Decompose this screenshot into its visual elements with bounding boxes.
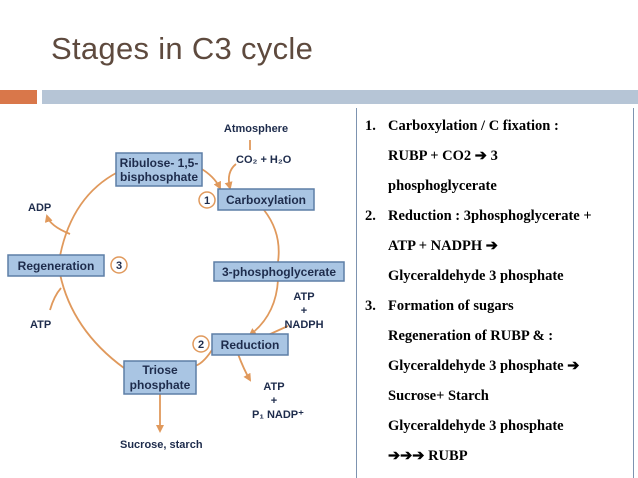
arrow-to-adp bbox=[44, 214, 71, 235]
sucrose-starch-label: Sucrose, starch bbox=[120, 439, 203, 451]
rubp-label-line2: bisphosphate bbox=[120, 170, 198, 184]
atp-top-label: ATP bbox=[293, 291, 314, 303]
atmosphere-label: Atmosphere bbox=[224, 123, 288, 135]
arrow-co2-to-carboxylation bbox=[224, 163, 237, 190]
rubp-label-line1: Ribulose- 1,5- bbox=[120, 156, 199, 170]
plus-bottom-label: + bbox=[271, 395, 277, 407]
pga-label: 3-phosphoglycerate bbox=[222, 265, 336, 279]
stage-2-product: Glyceraldehyde 3 phosphate bbox=[388, 268, 564, 284]
stage-1-equation: RUBP + CO2 ➔ 3 bbox=[388, 148, 498, 164]
triose-label-line1: Triose bbox=[142, 363, 178, 377]
stage-1-number: 1. bbox=[365, 118, 376, 134]
stage-2-equation: ATP + NADPH ➔ bbox=[388, 238, 498, 254]
carboxylation-box bbox=[217, 188, 315, 211]
c3-cycle-diagram: 1 3 2 Ribulose- 1,5- bisphosphate Carbox… bbox=[7, 123, 345, 451]
accent-bar-orange bbox=[0, 90, 37, 104]
stage-1-product: phosphoglycerate bbox=[388, 178, 497, 194]
adp-label: ADP bbox=[28, 202, 51, 214]
stage-3-number: 3. bbox=[365, 298, 376, 314]
arc-rubp-to-carboxylation bbox=[199, 167, 221, 190]
triose-label-line2: phosphate bbox=[130, 378, 191, 392]
regeneration-box bbox=[7, 254, 105, 277]
stage-3-line-d: ➔➔➔ RUBP bbox=[388, 448, 468, 464]
arc-pga-to-reduction bbox=[248, 279, 279, 337]
atp-bottom-label: ATP bbox=[263, 381, 284, 393]
stage-2-title: Reduction : 3phosphoglycerate + bbox=[388, 208, 592, 224]
arrow-from-atp-left bbox=[49, 287, 62, 311]
nadph-label: NADPH bbox=[284, 319, 323, 331]
arrow-atp-out bbox=[237, 353, 252, 382]
regeneration-label: Regeneration bbox=[18, 259, 95, 273]
step-3-circle bbox=[110, 256, 128, 274]
stage-3-line-a: Glyceraldehyde 3 phosphate ➔ bbox=[388, 358, 580, 374]
arc-regeneration-to-rubp bbox=[59, 171, 119, 257]
co2-h2o-label: CO₂ + H₂O bbox=[236, 154, 292, 166]
pi-nadp-label: P₁ NADP⁺ bbox=[252, 409, 304, 421]
pga-box bbox=[213, 261, 345, 282]
stages-text-panel: 1. Carboxylation / C fixation : RUBP + C… bbox=[356, 108, 634, 478]
carboxylation-label: Carboxylation bbox=[226, 193, 306, 207]
stage-3-regeneration: Regeneration of RUBP & : bbox=[388, 328, 554, 344]
atp-left-label: ATP bbox=[30, 319, 51, 331]
arc-triose-to-regeneration bbox=[59, 273, 125, 369]
stage-3-title: Formation of sugars bbox=[388, 298, 514, 314]
stage-3-line-b: Sucrose+ Starch bbox=[388, 388, 489, 404]
step-2-circle bbox=[192, 335, 210, 353]
triose-box bbox=[123, 360, 197, 395]
plus-top-label: + bbox=[301, 305, 307, 317]
step-1-circle bbox=[198, 191, 216, 209]
reduction-box bbox=[211, 333, 289, 356]
accent-bar-blue bbox=[42, 90, 638, 104]
stage-1-title: Carboxylation / C fixation : bbox=[388, 118, 559, 134]
step-2-number: 2 bbox=[198, 339, 204, 351]
step-1-number: 1 bbox=[204, 195, 210, 207]
slide-title: Stages in C3 cycle bbox=[51, 31, 314, 66]
step-3-number: 3 bbox=[116, 260, 122, 272]
reduction-label: Reduction bbox=[221, 338, 280, 352]
rubp-box bbox=[115, 152, 203, 187]
arc-carboxylation-to-pga bbox=[263, 209, 280, 263]
stage-3-line-c: Glyceraldehyde 3 phosphate bbox=[388, 418, 564, 434]
stage-2-number: 2. bbox=[365, 208, 376, 224]
